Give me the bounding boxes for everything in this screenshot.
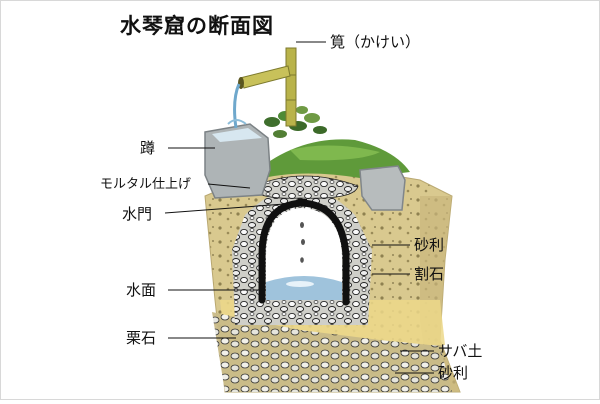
label-kakei: 筧（かけい） — [330, 33, 421, 51]
tsukubai-water — [212, 128, 262, 142]
diagram-title: 水琴窟の断面図 — [120, 14, 274, 38]
water-splash — [286, 281, 314, 287]
kakei-bamboo-pipe — [238, 47, 297, 127]
jar-interior — [266, 208, 342, 300]
label-mortar: モルタル仕上げ — [100, 177, 192, 192]
label-gravel-upper: 砂利 — [414, 236, 445, 254]
label-saba-soil: サバ土 — [438, 342, 483, 360]
leader-lines — [164, 41, 434, 374]
right-stone — [359, 165, 406, 211]
label-suimon: 水門 — [122, 205, 153, 223]
water-gate-hole — [298, 199, 307, 205]
water-drops — [300, 222, 305, 263]
plant — [264, 106, 327, 138]
gravel-cap — [249, 175, 359, 199]
label-water-surface: 水面 — [126, 281, 157, 299]
label-gravel-lower: 砂利 — [438, 364, 469, 382]
label-tsukubai: 蹲 — [140, 139, 156, 157]
gravel-bottom-layer — [212, 312, 452, 392]
moss-highlight — [290, 145, 380, 161]
jar-water — [266, 276, 342, 300]
tsukubai-stone — [204, 123, 271, 199]
label-kuriishi: 栗石 — [126, 329, 157, 347]
basin-splash — [227, 119, 247, 125]
label-broken-stone: 割石 — [414, 265, 445, 283]
water-stream — [233, 83, 241, 129]
